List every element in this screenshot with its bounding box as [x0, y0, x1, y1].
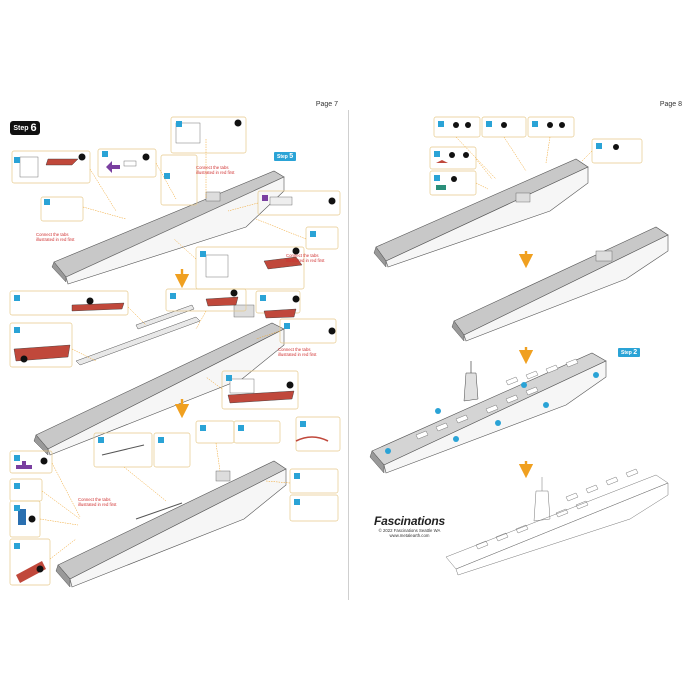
page-number: Page 7: [315, 101, 338, 108]
brand-block: Fascinations © 2022 Fascinations Seattle…: [374, 514, 445, 538]
parts-stage-3: [16, 436, 329, 583]
carrier-final: [445, 468, 669, 576]
carrier-hull-stage-2: [33, 304, 285, 456]
carrier-hull-stage-3: [55, 460, 287, 588]
leader-lines-stage-2: [71, 306, 281, 390]
leader-lines-stage-1: [82, 139, 307, 260]
step-5-reference-tag: Step 5: [274, 152, 297, 161]
page-divider: [348, 110, 349, 600]
website-text: www.metalearth.com: [389, 533, 430, 538]
step-number: 6: [30, 122, 37, 134]
step-6-illustration: [9, 116, 341, 588]
instruction-page-8: Page 8: [356, 99, 696, 594]
parts-stage-1: [19, 122, 303, 278]
step-word: Step: [13, 124, 29, 132]
leader-lines-right: [455, 136, 593, 190]
carrier-stage-c: [369, 352, 607, 474]
carrier-hull-stage-1: [51, 170, 285, 285]
final-assembly-illustration: [369, 116, 669, 576]
carrier-stage-b: [451, 226, 669, 342]
step-badge: Step 6: [10, 121, 40, 135]
step-2-reference-tag: Step 2: [618, 348, 641, 357]
part-labels-stage-3: [14, 421, 306, 573]
instruction-page-7: Page 7 Step 6: [6, 99, 346, 594]
part-labels-stage-1: [14, 119, 336, 257]
carrier-stage-a: [373, 158, 589, 268]
page-number: Page 8: [659, 101, 682, 108]
leader-lines-stage-3: [39, 442, 291, 560]
part-labels-right: [434, 121, 619, 190]
parts-stage-2: [13, 296, 297, 404]
part-labels-stage-2: [14, 289, 336, 389]
callout-boxes-stage-3: [9, 416, 341, 586]
copyright-text: © 2022 Fascinations Seattle WA: [378, 528, 441, 533]
fascinations-logo: Fascinations: [374, 514, 445, 528]
